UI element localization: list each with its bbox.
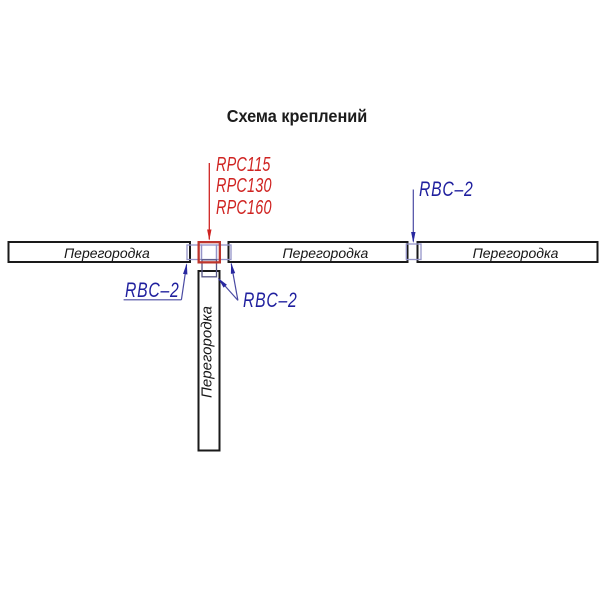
bracket-right-junction bbox=[405, 243, 422, 261]
partition-label-left: Перегородка bbox=[64, 244, 150, 261]
partition-label-vertical: Перегородка bbox=[198, 305, 216, 398]
rbc-label-right: RBC–2 bbox=[418, 177, 474, 201]
rbc-label-bottom: RBC–2 bbox=[242, 289, 298, 312]
rpc-label-130: RPC130 bbox=[216, 175, 272, 198]
arrowhead-right-junction bbox=[411, 232, 416, 243]
rbc-arrowheads bbox=[183, 232, 416, 288]
arrowhead-left bbox=[183, 263, 188, 275]
bracket-bottom bbox=[201, 259, 218, 278]
rpc-arrowhead bbox=[207, 229, 212, 241]
partition-vertical-bar bbox=[197, 270, 221, 452]
partition-label-middle: Перегородка bbox=[282, 244, 369, 261]
rpc-connector bbox=[197, 240, 221, 264]
partition-left-bar bbox=[7, 241, 191, 263]
rbc-label-left: RBC–2 bbox=[124, 278, 180, 302]
partition-middle-bar bbox=[227, 241, 409, 263]
partition-label-right: Перегородка bbox=[472, 244, 559, 261]
arrowhead-bottom-a bbox=[217, 277, 227, 288]
diagram-title: Схема креплений bbox=[226, 106, 367, 126]
bracket-right bbox=[215, 244, 232, 261]
partition-right-bar bbox=[416, 241, 599, 263]
rpc-label-115: RPC115 bbox=[216, 154, 271, 176]
rpc-leader bbox=[207, 163, 212, 241]
rpc-labels: RPC115 RPC130 RPC160 bbox=[216, 155, 272, 219]
rpc-label-160: RPC160 bbox=[216, 196, 272, 219]
partition-walls bbox=[7, 241, 599, 452]
bracket-middle bbox=[200, 244, 218, 261]
arrowhead-bottom-b bbox=[230, 262, 236, 274]
rbc-brackets bbox=[186, 243, 422, 261]
